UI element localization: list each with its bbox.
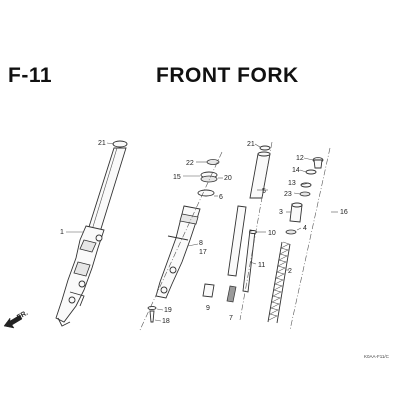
slider-boss-2	[160, 286, 168, 294]
slider-rib	[167, 235, 189, 241]
callout-12: 12	[296, 155, 304, 162]
caliper-boss-upper	[95, 234, 103, 242]
footer-code: K0AA-F11/C	[364, 354, 389, 359]
o-ring-14	[305, 169, 317, 175]
caliper-mount-boss	[78, 280, 86, 288]
rebound-spring-9	[226, 285, 237, 303]
callout-19: 19	[164, 307, 172, 314]
leader-23	[293, 192, 301, 195]
back-up-ring-6	[197, 189, 215, 197]
slider-bracket	[69, 291, 85, 307]
callout-9: 9	[206, 305, 210, 312]
leader-21a	[106, 142, 115, 145]
callout-7: 7	[229, 315, 233, 322]
leader-14	[299, 169, 307, 173]
outer-slider-assembly	[147, 159, 220, 323]
axle-lug	[68, 296, 76, 304]
bolt-18	[149, 310, 155, 323]
callout-16: 16	[340, 209, 348, 216]
slider-band-middle	[73, 261, 91, 277]
fork-bolt-body	[313, 159, 323, 169]
callout-5: 5	[262, 188, 266, 195]
fork-spring-2	[268, 241, 290, 321]
callout-20: 20	[224, 175, 232, 182]
top-seal-ring	[112, 140, 128, 148]
leader-8	[187, 243, 199, 247]
fork-pipe-top	[257, 151, 271, 157]
leader-18	[154, 319, 162, 322]
slider-foot	[57, 317, 71, 327]
leader-13	[300, 182, 310, 186]
callout-17: 17	[199, 249, 207, 256]
piston-rod-11	[242, 229, 256, 293]
callout-2: 2	[288, 268, 292, 275]
centerlines	[139, 141, 331, 331]
callout-1: 1	[60, 229, 64, 236]
page-title: FRONT FORK	[156, 64, 299, 87]
callout-21b: 21	[247, 141, 255, 148]
centerline-spring	[289, 147, 331, 331]
slider-boss-1	[169, 266, 177, 274]
inner-tube-highlight	[91, 147, 118, 231]
callout-6: 6	[219, 194, 223, 201]
washer-19	[147, 305, 157, 311]
callout-labels: 21 1 22 15 20 6 8 17 19 18 21 5 10 11 9 …	[60, 140, 348, 325]
callout-4: 4	[303, 225, 307, 232]
callout-8: 8	[199, 240, 203, 247]
spring-seat-23	[299, 191, 311, 197]
fork-pipe-5	[249, 153, 271, 199]
spring-edge-left	[267, 241, 283, 323]
callout-14: 14	[292, 167, 300, 174]
spring-edge-right	[276, 243, 291, 324]
callout-11: 11	[258, 262, 265, 269]
page-code: F-11	[8, 64, 53, 87]
spring-seat-4	[285, 229, 297, 235]
bushing-21	[259, 145, 271, 151]
fork-pipe-assembly	[202, 145, 271, 303]
leader-4	[296, 227, 302, 231]
slider-band-upper	[79, 239, 97, 253]
centerline-pipe	[239, 141, 273, 321]
leader-12	[303, 157, 314, 161]
callout-22: 22	[186, 160, 194, 167]
collar-top	[291, 202, 303, 208]
front-direction-arrow	[3, 314, 23, 329]
leader-21b	[254, 143, 261, 148]
oil-lock-piece-9	[202, 283, 215, 298]
arrow-icon	[3, 314, 23, 329]
leader-19	[156, 308, 164, 311]
callout-10: 10	[268, 230, 276, 237]
damper-cylinder-7	[227, 205, 247, 277]
leader-11	[249, 261, 257, 265]
leader-lines	[66, 142, 338, 322]
callout-13: 13	[288, 180, 296, 187]
inner-tube	[87, 147, 127, 233]
callout-18: 18	[162, 318, 170, 325]
callout-15: 15	[173, 174, 181, 181]
callout-23: 23	[284, 191, 292, 198]
fork-assembly-part-1	[55, 140, 128, 327]
oil-seal-20	[200, 175, 218, 183]
callout-3: 3	[279, 209, 283, 216]
callout-21a: 21	[98, 140, 106, 147]
